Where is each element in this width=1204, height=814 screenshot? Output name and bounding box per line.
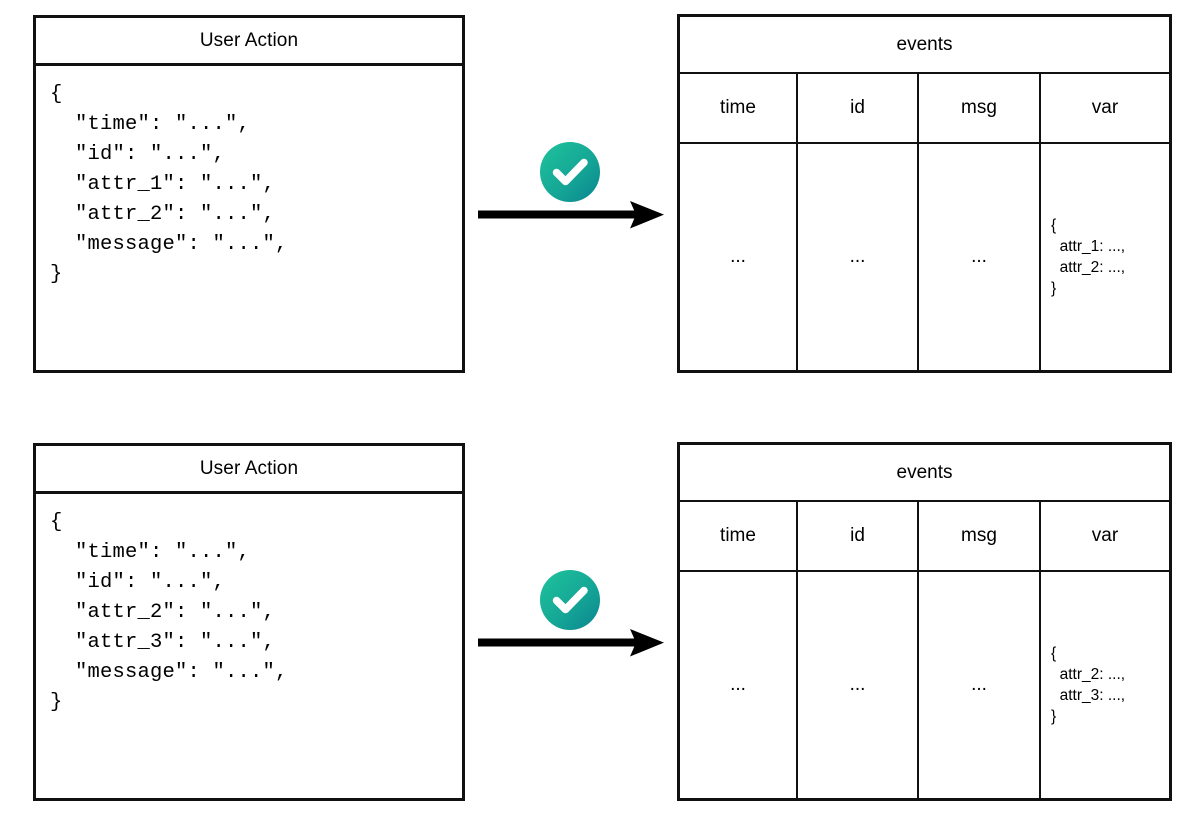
events-header-row-1: time id msg var	[680, 74, 1169, 144]
user-action-card-1: User Action { "time": "...", "id": "..."…	[33, 15, 465, 373]
cell-time-1: ...	[680, 144, 798, 370]
events-table-1: events time id msg var ... ... ... { att…	[677, 14, 1172, 373]
column-header-time-1: time	[680, 74, 798, 142]
cell-var-2: { attr_2: ..., attr_3: ..., }	[1041, 572, 1169, 798]
user-action-body-2: { "time": "...", "id": "...", "attr_2": …	[36, 494, 462, 718]
cell-msg-value-2: ...	[971, 674, 987, 695]
flow-arrow-icon-1	[478, 200, 670, 235]
user-action-card-2: User Action { "time": "...", "id": "..."…	[33, 443, 465, 801]
user-action-json-2: { "time": "...", "id": "...", "attr_2": …	[50, 511, 288, 714]
cell-time-2: ...	[680, 572, 798, 798]
column-header-time-2: time	[680, 502, 798, 570]
column-header-msg-1: msg	[919, 74, 1041, 142]
cell-var-value-2: { attr_2: ..., attr_3: ..., }	[1051, 645, 1126, 725]
cell-time-value-1: ...	[730, 246, 746, 267]
table-row-1: ... ... ... { attr_1: ..., attr_2: ..., …	[680, 144, 1169, 370]
cell-msg-value-1: ...	[971, 246, 987, 267]
user-action-json-1: { "time": "...", "id": "...", "attr_1": …	[50, 83, 288, 286]
cell-var-value-1: { attr_1: ..., attr_2: ..., }	[1051, 217, 1126, 297]
table-row-2: ... ... ... { attr_2: ..., attr_3: ..., …	[680, 572, 1169, 798]
cell-id-value-2: ...	[849, 674, 866, 695]
check-circle-icon	[537, 567, 603, 638]
cell-msg-2: ...	[919, 572, 1041, 798]
events-header-row-2: time id msg var	[680, 502, 1169, 572]
column-header-msg-2: msg	[919, 502, 1041, 570]
cell-id-1: ...	[798, 144, 919, 370]
events-table-caption-1: events	[680, 17, 1169, 74]
cell-time-value-2: ...	[730, 674, 746, 695]
user-action-title-1: User Action	[36, 18, 462, 66]
events-table-caption-2: events	[680, 445, 1169, 502]
column-header-id-1: id	[798, 74, 919, 142]
flow-arrow-icon-2	[478, 628, 670, 663]
cell-msg-1: ...	[919, 144, 1041, 370]
cell-id-value-1: ...	[849, 246, 866, 267]
user-action-title-2: User Action	[36, 446, 462, 494]
events-table-2: events time id msg var ... ... ... { att…	[677, 442, 1172, 801]
user-action-body-1: { "time": "...", "id": "...", "attr_1": …	[36, 66, 462, 290]
column-header-var-1: var	[1091, 97, 1119, 118]
cell-var-1: { attr_1: ..., attr_2: ..., }	[1041, 144, 1169, 370]
cell-id-2: ...	[798, 572, 919, 798]
column-header-id-2: id	[798, 502, 919, 570]
check-circle-icon	[537, 139, 603, 210]
column-header-var-2: var	[1091, 525, 1119, 546]
